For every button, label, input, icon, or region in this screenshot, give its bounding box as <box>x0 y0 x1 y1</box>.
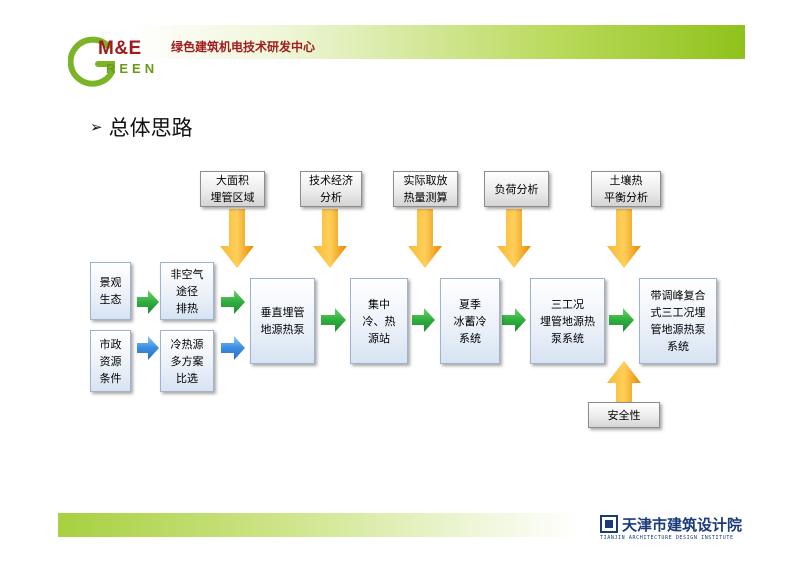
footer-band <box>58 513 578 537</box>
tech-econ-box: 技术经济 分析 <box>300 171 362 207</box>
heat-measure-label: 实际取放 热量测算 <box>403 174 448 204</box>
municipal-label: 市政 资源 条件 <box>99 337 122 385</box>
down-arrow-icon <box>313 209 347 268</box>
peak-tri-condition-label: 带调峰复合 式三工况埋 管地源热泵 系统 <box>650 289 706 353</box>
right-arrow-icon <box>221 290 245 314</box>
non-ac-exhaust-label: 非空气 途径 排热 <box>170 267 204 315</box>
cooling-source-label: 冷热源 多方案 比选 <box>170 337 204 385</box>
up-arrow-icon <box>607 361 641 402</box>
down-arrow-icon <box>220 209 254 268</box>
logo-me-text: M&E <box>98 38 142 59</box>
vertical-gshp-box: 垂直埋管 地源热泵 <box>250 278 315 364</box>
load-label: 负荷分析 <box>494 182 539 196</box>
green-logo: M&E REEN <box>68 34 163 90</box>
right-arrow-icon <box>137 290 159 314</box>
down-arrow-icon <box>607 209 641 268</box>
landscape-label: 景观 生态 <box>99 276 122 306</box>
large-area-box: 大面积 埋管区域 <box>200 171 265 207</box>
tadi-mark-icon <box>600 515 618 533</box>
green-g-icon <box>68 36 115 87</box>
down-arrow-icon <box>408 209 442 268</box>
arrow-bullet-icon: ➢ <box>90 118 103 136</box>
right-arrow-icon <box>321 308 346 332</box>
footer-org-cn: 天津市建筑设计院 <box>622 516 743 534</box>
right-arrow-icon <box>502 308 526 332</box>
ice-storage-label: 夏季 冰蓄冷 系统 <box>453 297 487 345</box>
header-band <box>130 25 745 59</box>
central-plant-box: 集中 冷、热 源站 <box>350 278 408 364</box>
landscape-box: 景观 生态 <box>90 262 131 320</box>
heat-measure-box: 实际取放 热量测算 <box>393 171 458 207</box>
cooling-source-box: 冷热源 多方案 比选 <box>160 330 214 392</box>
section-title: 总体思路 <box>108 116 193 140</box>
central-plant-label: 集中 冷、热 源站 <box>362 297 396 345</box>
soil-heat-label: 土壤热 平衡分析 <box>604 174 648 204</box>
right-arrow-icon <box>221 336 245 360</box>
right-arrow-icon <box>609 308 634 332</box>
peak-tri-condition-box: 带调峰复合 式三工况埋 管地源热泵 系统 <box>639 278 717 364</box>
header-title: 绿色建筑机电技术研发中心 <box>171 40 316 54</box>
ice-storage-box: 夏季 冰蓄冷 系统 <box>440 278 500 364</box>
footer-org-en: TIANJIN ARCHITECTURE DESIGN INSTITUTE <box>600 535 734 541</box>
non-ac-exhaust-box: 非空气 途径 排热 <box>160 262 214 320</box>
vertical-gshp-label: 垂直埋管 地源热泵 <box>260 306 305 336</box>
logo-reen-text: REEN <box>106 61 159 76</box>
safety-box: 安全性 <box>588 402 660 428</box>
large-area-label: 大面积 埋管区域 <box>210 174 255 204</box>
down-arrow-icon <box>497 209 531 268</box>
municipal-box: 市政 资源 条件 <box>90 330 131 392</box>
section-heading: ➢ 总体思路 <box>90 112 193 142</box>
tri-condition-box: 三工况 埋管地源热 泵系统 <box>530 278 605 364</box>
footer-logo: 天津市建筑设计院 TIANJIN ARCHITECTURE DESIGN INS… <box>600 514 750 542</box>
soil-heat-box: 土壤热 平衡分析 <box>591 171 661 207</box>
right-arrow-icon <box>137 336 159 360</box>
right-arrow-icon <box>412 308 435 332</box>
load-box: 负荷分析 <box>484 171 549 207</box>
tri-condition-label: 三工况 埋管地源热 泵系统 <box>540 297 595 345</box>
safety-label: 安全性 <box>607 408 641 422</box>
tech-econ-label: 技术经济 分析 <box>309 174 353 204</box>
